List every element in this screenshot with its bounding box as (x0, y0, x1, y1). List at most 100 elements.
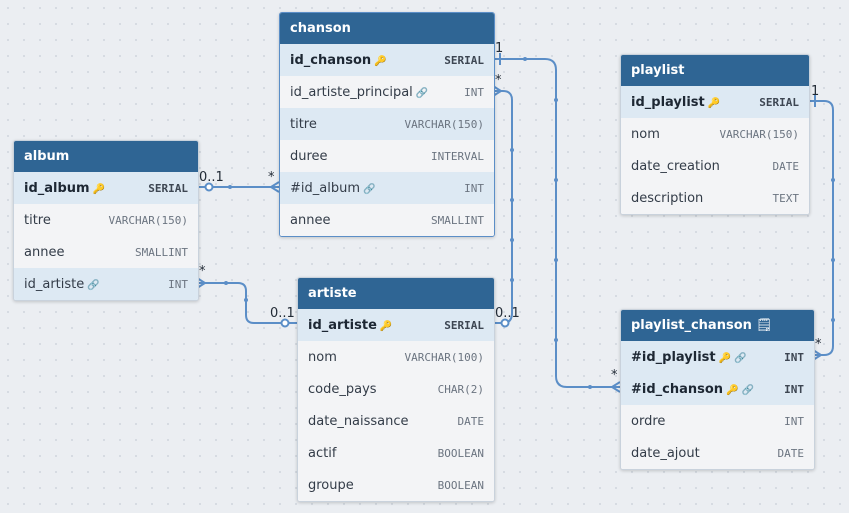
table-header[interactable]: artiste (298, 278, 494, 309)
column-row[interactable]: id_album🔑 SERIAL (14, 172, 198, 204)
table-header[interactable]: album (14, 141, 198, 172)
column-name: id_artiste_principal (290, 84, 413, 100)
column-type: INT (784, 414, 804, 428)
column-row[interactable]: date_naissance DATE (298, 405, 494, 437)
column-type: VARCHAR(150) (719, 127, 799, 141)
column-type: VARCHAR(150) (108, 213, 188, 227)
column-row[interactable]: actif BOOLEAN (298, 437, 494, 469)
column-row[interactable]: date_ajout DATE (621, 437, 814, 469)
column-type: SERIAL (148, 181, 188, 195)
column-row[interactable]: nom VARCHAR(100) (298, 341, 494, 373)
column-type: INTERVAL (431, 149, 484, 163)
column-type: VARCHAR(150) (404, 117, 484, 131)
cardinality-label: * (268, 170, 275, 185)
column-row[interactable]: id_playlist🔑 SERIAL (621, 86, 809, 118)
column-type: CHAR(2) (437, 382, 484, 396)
column-name: date_ajout (631, 445, 700, 461)
column-row[interactable]: description TEXT (621, 182, 809, 214)
cardinality-label: * (199, 264, 206, 279)
column-name: annee (24, 244, 65, 260)
table-header[interactable]: playlist_chanson🗒 (621, 310, 814, 341)
column-type: INT (784, 350, 804, 364)
key-icon: 🔑 (726, 384, 739, 396)
column-row[interactable]: nom VARCHAR(150) (621, 118, 809, 150)
column-type: BOOLEAN (437, 478, 484, 492)
column-name: annee (290, 212, 331, 228)
column-name: date_creation (631, 158, 720, 174)
table-artiste[interactable]: artiste id_artiste🔑 SERIAL nom VARCHAR(1… (297, 277, 495, 502)
table-title: playlist_chanson (631, 318, 752, 333)
table-playlist_chanson[interactable]: playlist_chanson🗒 #id_playlist🔑🔗 INT #id… (620, 309, 815, 470)
column-row[interactable]: id_artiste🔗 INT (14, 268, 198, 300)
column-row[interactable]: id_chanson🔑 SERIAL (280, 44, 494, 76)
cardinality-label: 0..1 (199, 170, 224, 185)
column-name: id_album (24, 180, 90, 196)
column-type: INT (168, 277, 188, 291)
table-header[interactable]: chanson (280, 13, 494, 44)
column-name: id_artiste (24, 276, 85, 292)
column-row[interactable]: annee SMALLINT (280, 204, 494, 236)
column-type: DATE (772, 159, 800, 173)
column-row[interactable]: titre VARCHAR(150) (280, 108, 494, 140)
column-name: id_artiste (308, 317, 377, 333)
column-name: titre (24, 212, 51, 228)
table-chanson[interactable]: chanson id_chanson🔑 SERIAL id_artiste_pr… (279, 12, 495, 237)
column-type: INT (464, 181, 484, 195)
column-row[interactable]: #id_playlist🔑🔗 INT (621, 341, 814, 373)
column-type: SMALLINT (431, 213, 484, 227)
column-row[interactable]: id_artiste_principal🔗 INT (280, 76, 494, 108)
link-album-artiste (197, 282, 297, 324)
cardinality-label: 0..1 (270, 306, 295, 321)
key-icon: 🔑 (92, 183, 106, 195)
column-name: code_pays (308, 381, 377, 397)
column-name: #id_playlist (631, 349, 716, 365)
key-icon: 🔑 (379, 320, 393, 332)
link-icon: 🔗 (415, 87, 429, 99)
table-album[interactable]: album id_album🔑 SERIAL titre VARCHAR(150… (13, 140, 199, 301)
column-type: INT (464, 85, 484, 99)
column-name: id_chanson (290, 52, 372, 68)
cardinality-label: 0..1 (495, 306, 520, 321)
column-name: id_playlist (631, 94, 705, 110)
column-row[interactable]: groupe BOOLEAN (298, 469, 494, 501)
column-type: VARCHAR(100) (404, 350, 484, 364)
column-row[interactable]: ordre INT (621, 405, 814, 437)
column-type: SERIAL (444, 318, 484, 332)
column-type: SERIAL (444, 53, 484, 67)
column-row[interactable]: id_artiste🔑 SERIAL (298, 309, 494, 341)
cardinality-label: * (495, 73, 502, 88)
link-icon: 🔗 (87, 279, 100, 291)
column-type: INT (784, 382, 804, 396)
link-waypoints (224, 57, 835, 389)
column-row[interactable]: titre VARCHAR(150) (14, 204, 198, 236)
many-markers (196, 85, 823, 393)
column-row[interactable]: #id_album🔗 INT (280, 172, 494, 204)
column-name: description (631, 190, 704, 206)
link-chanson-playlist_chanson (493, 58, 620, 388)
zero-one-markers (204, 182, 510, 328)
column-name: #id_chanson (631, 381, 724, 397)
key-icon: 🔑 (374, 55, 387, 67)
column-type: SMALLINT (135, 245, 188, 259)
column-type: BOOLEAN (437, 446, 484, 460)
cardinality-label: * (611, 368, 618, 383)
table-header[interactable]: playlist (621, 55, 809, 86)
column-row[interactable]: date_creation DATE (621, 150, 809, 182)
column-row[interactable]: #id_chanson🔑🔗 INT (621, 373, 814, 405)
column-row[interactable]: annee SMALLINT (14, 236, 198, 268)
link-playlist-playlist_chanson (808, 100, 834, 356)
column-name: actif (308, 445, 337, 461)
link-icon: 🔗 (741, 384, 754, 396)
column-name: groupe (308, 477, 354, 493)
column-name: ordre (631, 413, 666, 429)
note-icon: 🗒 (755, 318, 773, 333)
column-row[interactable]: duree INTERVAL (280, 140, 494, 172)
column-type: TEXT (772, 191, 800, 205)
column-row[interactable]: code_pays CHAR(2) (298, 373, 494, 405)
column-type: SERIAL (759, 95, 799, 109)
link-chanson-artiste (493, 90, 513, 324)
column-name: date_naissance (308, 413, 409, 429)
table-playlist[interactable]: playlist id_playlist🔑 SERIAL nom VARCHAR… (620, 54, 810, 215)
column-name: titre (290, 116, 317, 132)
